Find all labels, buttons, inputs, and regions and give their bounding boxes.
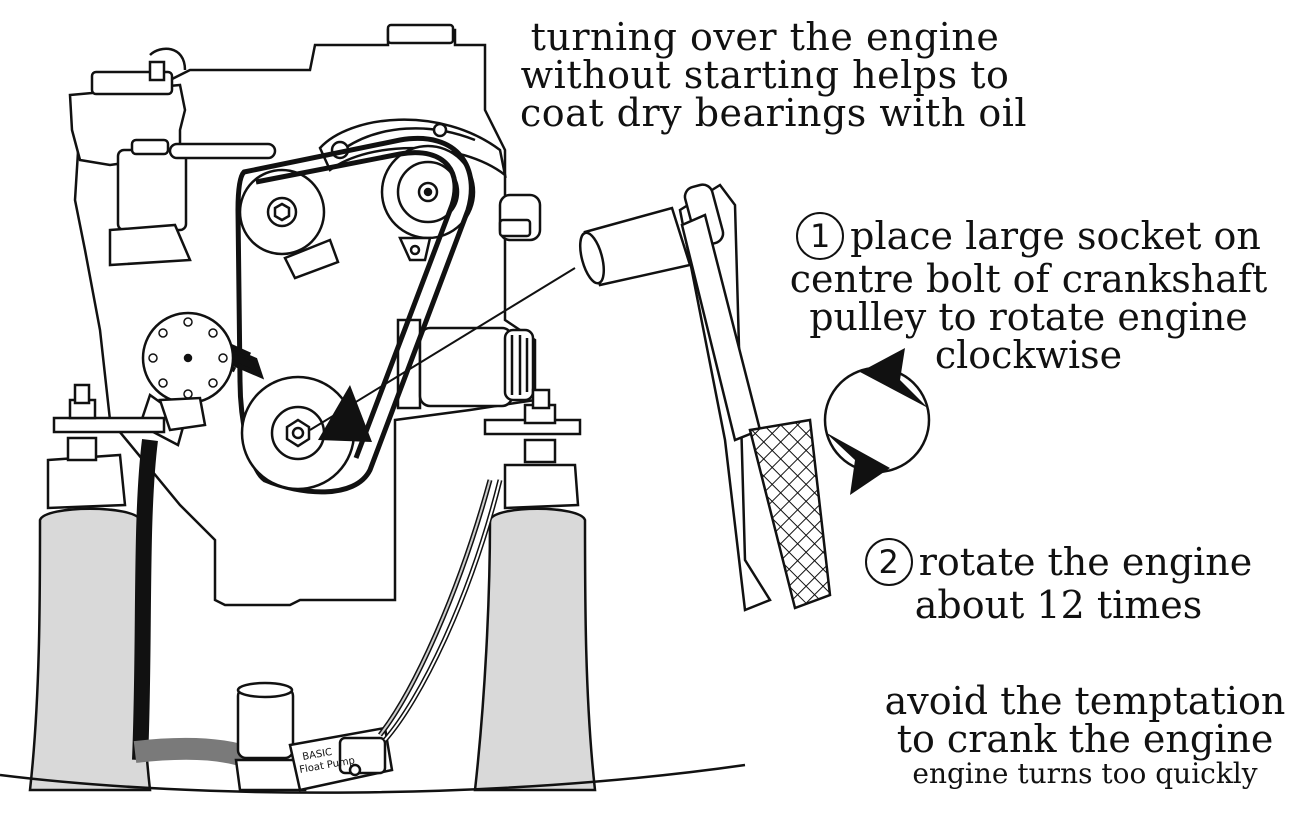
caption-line: clockwise (934, 333, 1123, 377)
mount-base-right (473, 507, 597, 792)
step-number-badge: 2 (864, 538, 913, 586)
caption-line: about 12 times (914, 583, 1203, 627)
mount-base-left (28, 507, 152, 792)
socket-wrench-icon (578, 183, 832, 612)
pump-wires (378, 479, 503, 742)
engine-mount-left (46, 383, 166, 510)
caption-line: avoid the temptation (884, 679, 1286, 723)
caption-line: pulley to rotate engine (809, 295, 1248, 339)
fuel-filter (68, 47, 277, 267)
pulley-arrow (309, 267, 576, 442)
step-number-badge: 1 (796, 212, 845, 260)
caption-line-text: place large socket on (850, 214, 1261, 258)
hull-floor (0, 763, 746, 794)
caption-line: centre bolt of crankshaft (789, 257, 1268, 301)
oil-filler-cap (386, 23, 455, 45)
caption-line: without starting helps to (520, 53, 1010, 97)
engine-mount-right (483, 388, 582, 510)
caption-line-text: rotate the engine (918, 540, 1253, 584)
clockwise-rotation-icon (823, 348, 931, 495)
caption-turning-over: turning over the engine without starting… (520, 15, 1028, 135)
crankshaft-pulley (240, 375, 356, 491)
caption-line: turning over the engine (530, 15, 1000, 59)
bilge-pump (234, 681, 394, 792)
svg-text:BASIC: BASIC (302, 747, 333, 763)
caption-note: engine turns too quickly (912, 757, 1258, 790)
caption-line: to crank the engine (896, 717, 1274, 761)
caption-line: coat dry bearings with oil (520, 91, 1028, 135)
water-pump-pulley (238, 168, 326, 256)
alternator-bracket (318, 118, 507, 179)
caption-avoid-cranking: avoid the temptation to crank the engine… (880, 682, 1290, 788)
hose-clips (283, 193, 542, 280)
